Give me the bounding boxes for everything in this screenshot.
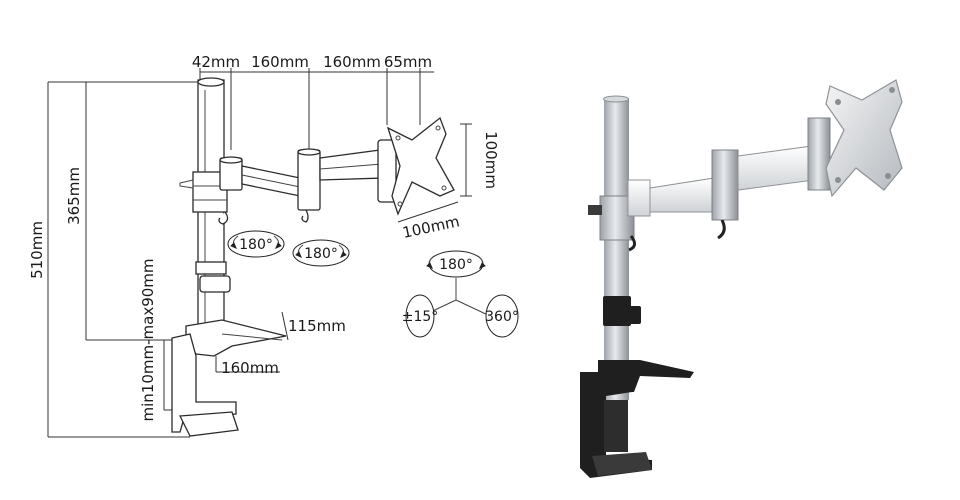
base-width-label: 115mm [288,317,346,335]
product-photo [580,79,903,478]
clamp-drawing [171,311,289,437]
base-depth-label: 160mm [221,359,279,377]
clamp-range-label: min10mm-max90mm [139,258,157,421]
photo-tilt-head [807,117,831,191]
head-rotation-label: 360° [485,309,519,325]
joint-2-rotation-badge: 180° [292,239,350,267]
total-height-label: 510mm [28,221,46,279]
vesa-width-label: 100mm [401,212,461,242]
elbow-joint-drawing [297,148,321,223]
photo-clamp-body [580,372,652,478]
photo-vesa-plate [825,79,903,198]
joint-1-rotation-badge: 180° [227,230,285,258]
head-tilt-label: ±15° [402,309,439,325]
pole-width-label: 42mm [192,53,240,71]
joint-1-rotation-label: 180° [239,237,273,253]
height-dimension-lines [47,81,200,438]
photo-pole [604,98,629,400]
arm-segment-2-label: 160mm [323,53,381,71]
photo-arm-segment-2 [737,145,815,191]
technical-drawing: 180° 180° 180° ±15° 360° 42mm 160mm 160m… [28,53,519,438]
arm-height-label: 365mm [65,167,83,225]
photo-elbow [711,149,739,221]
arm-segment-1-drawing [219,156,301,197]
head-rotation-diagram: 180° ±15° 360° [402,250,519,338]
top-dimension-line [199,68,434,150]
vesa-head-drawing [377,116,455,216]
photo-height-ring [603,296,631,326]
vesa-height-label: 100mm [482,131,500,189]
arm-segment-2-drawing [319,149,385,181]
joint-2-rotation-label: 180° [304,246,338,262]
photo-arm-segment-1 [649,177,717,213]
photo-clamp-knob [592,452,652,476]
vesa-dimension-lines [397,123,472,223]
head-swivel-label: 180° [439,257,473,273]
arm-segment-1-label: 160mm [251,53,309,71]
head-offset-label: 65mm [384,53,432,71]
